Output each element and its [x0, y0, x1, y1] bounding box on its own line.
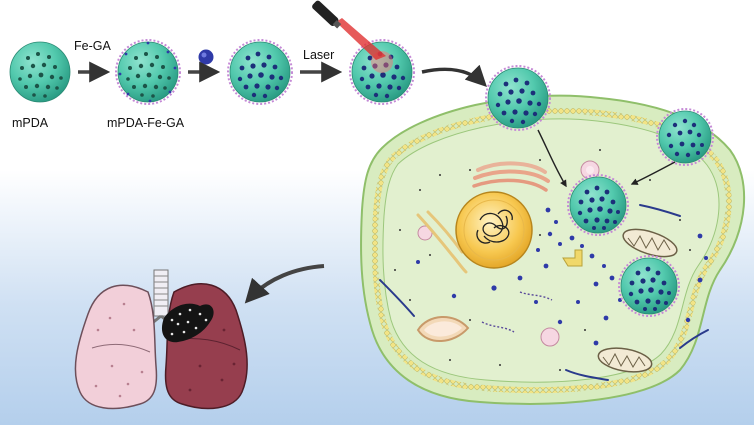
- uptake-arrows: [537, 129, 676, 188]
- healthy-lung: [74, 284, 158, 410]
- vesicle-icon: [540, 327, 560, 347]
- cell-membrane-beads: [371, 107, 732, 394]
- organelle-icon: [562, 249, 583, 267]
- arrow-to-lungs: [244, 264, 325, 304]
- mitochondrion-icon: [622, 228, 678, 258]
- arrow-to-cell: [421, 64, 487, 87]
- golgi-icon: [472, 161, 550, 192]
- mpda-label: mPDA: [12, 116, 49, 130]
- mitochondrion-icon: [597, 347, 653, 373]
- laser-irradiated-nanoparticle: [349, 39, 415, 105]
- nucleus-icon: [455, 191, 533, 269]
- surface-nanoparticle: [485, 65, 551, 131]
- fe-ga-label: Fe-GA: [74, 39, 111, 53]
- internalized-nanoparticle: [567, 174, 629, 236]
- dotted-filaments: [481, 291, 553, 333]
- vacuole-icon: [416, 315, 470, 343]
- mpda-fe-ga-nanoparticle: [115, 39, 181, 105]
- fe-ga-molecule-icon: [198, 49, 214, 65]
- mpda-nanoparticle: [9, 41, 71, 103]
- diseased-lung: [164, 283, 248, 410]
- healthy-lung-texture: [94, 302, 144, 398]
- internalized-nanoparticle: [618, 255, 680, 317]
- laser-pointer-icon: [312, 0, 386, 60]
- endoplasmic-reticulum-icon: [416, 210, 468, 274]
- drug-loaded-nanoparticle: [227, 39, 293, 105]
- vesicle-core: [586, 166, 594, 174]
- laser-label: Laser: [303, 48, 335, 62]
- cytoskeleton-filaments: [379, 204, 709, 381]
- cytoplasm-dots: [394, 149, 691, 371]
- mpda-fe-ga-label: mPDA-Fe-GA: [107, 116, 185, 130]
- surface-nanoparticle: [656, 108, 714, 166]
- tumor-cluster: [161, 303, 214, 343]
- lungs-icon: [74, 269, 248, 410]
